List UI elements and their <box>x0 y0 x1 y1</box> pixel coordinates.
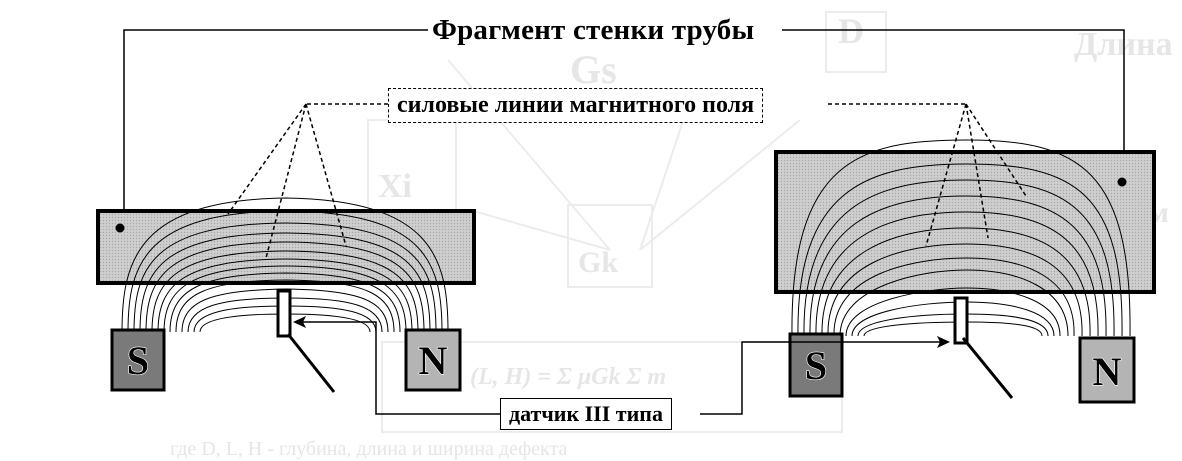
sensor-label-connectors <box>300 321 942 415</box>
magnet-s-left <box>110 328 166 392</box>
left-assembly: S N <box>96 197 476 393</box>
wall-marker-dot-left <box>115 223 125 233</box>
title-leader-right <box>782 29 1125 180</box>
ghost-caption: где D, L, H - глубина, длина и ширина де… <box>170 438 568 460</box>
pipe-wall-right <box>774 150 1156 294</box>
sensor-label: датчик III типа <box>500 398 672 430</box>
ghost-d: D <box>838 11 864 51</box>
ghost-formula: (L, H) = Σ μGk Σ m <box>470 364 667 390</box>
ghost-gk: Gk <box>578 246 619 279</box>
magnet-n-left <box>404 328 462 392</box>
sensor-arrow-left <box>293 316 306 328</box>
magnet-s-right <box>788 332 844 398</box>
sensor-arrow-right <box>937 336 950 348</box>
right-assembly: S N <box>774 139 1156 404</box>
magnet-n-right-label: N <box>1093 349 1122 394</box>
magnet-n-right <box>1078 336 1136 404</box>
magnet-s-left-label: S <box>127 338 149 383</box>
ghost-xi: Xi <box>378 168 412 205</box>
field-lines-left <box>121 197 449 333</box>
field-label-pointers <box>227 103 1027 259</box>
magnet-n-left-label: N <box>419 338 448 383</box>
magnet-s-right-label: S <box>805 343 827 388</box>
sensor-right <box>953 296 969 345</box>
diagram-title: Фрагмент стенки трубы <box>428 14 759 47</box>
title-leader-left <box>123 29 428 224</box>
sensor-stem-left <box>286 333 336 393</box>
field-lines-label: силовые линии магнитного поля <box>388 88 764 123</box>
ghost-gs: Gs <box>570 47 617 92</box>
sensor-stem-right <box>961 337 1014 399</box>
sensor-left <box>276 289 292 338</box>
field-lines-right <box>791 139 1131 337</box>
wall-marker-dot-right <box>1117 177 1127 187</box>
